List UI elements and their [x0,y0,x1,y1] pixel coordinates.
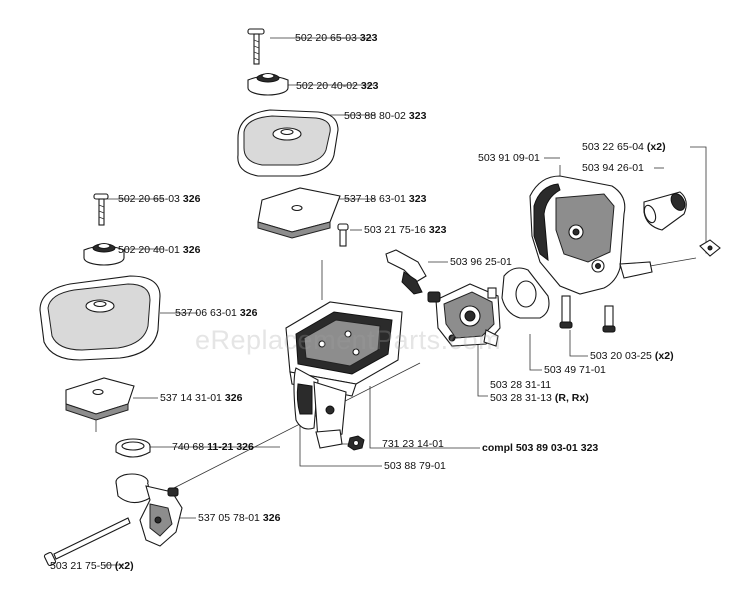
seal-ring-part [115,438,151,458]
knob-top-part [247,72,289,96]
intake-manifold-part [115,473,183,547]
filter-cover-323-part [237,109,339,177]
filter-326-part [65,377,135,432]
label-long-screw: 503 21 75-50(x2) [50,560,134,572]
screw-left-part [93,193,109,226]
watermark: eReplacementParts.com [195,325,502,355]
label-bracket: 503 91 09-01 [478,152,540,164]
label-air-box: 503 88 79-01 [384,460,446,472]
label-carb-a: 503 28 31-11 [490,379,552,391]
small-screw-323-part [337,223,349,247]
sleeve-part [643,191,687,231]
label-screws-x2: 503 20 03-25(x2) [590,350,674,362]
filter-323-part [257,187,341,239]
label-sleeve: 503 94 26-01 [582,162,644,174]
air-box-part [285,301,403,449]
carburetor-part [427,283,501,347]
label-cover-x2: 503 22 65-04(x2) [582,141,666,153]
screws-x2-part [559,295,616,333]
nut-part [347,435,365,451]
label-nut: 731 23 14-01 [382,438,444,450]
filter-cover-326-part [39,275,161,361]
label-clip: 503 96 25-01 [450,256,512,268]
label-gasket: 503 49 71-01 [544,364,606,376]
clip-part [385,249,427,295]
knob-left-part [83,242,125,266]
bracket-part [529,175,697,295]
long-screw-part [43,517,131,567]
screw-top-part [247,28,265,65]
small-cover-part [699,239,721,257]
label-carb-b: 503 28 31-13(R, Rx) [490,392,589,404]
gasket-part [501,267,550,319]
